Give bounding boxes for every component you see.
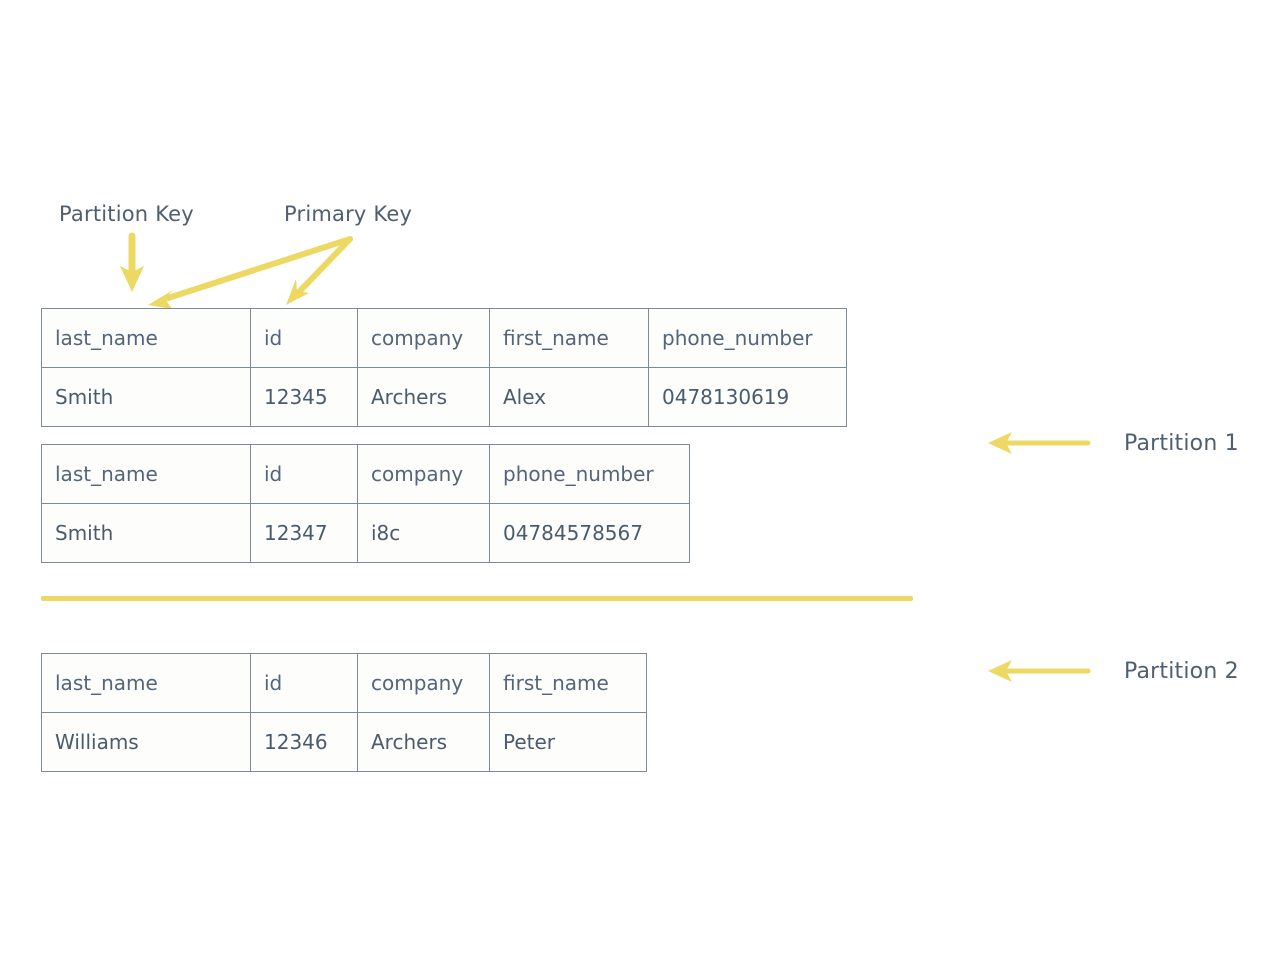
- cell-last-name: Smith: [41, 367, 251, 427]
- column-header: last_name: [41, 653, 251, 713]
- partition-2-table-1: last_name id company first_name Williams…: [41, 653, 647, 772]
- table-row: Smith 12347 i8c 04784578567: [41, 503, 690, 563]
- column-header: company: [357, 653, 490, 713]
- partition-2-callout: Partition 2: [984, 654, 1239, 688]
- primary-key-arrow-left-icon: [148, 236, 353, 309]
- column-header: company: [357, 308, 490, 368]
- partition-2-label: Partition 2: [1124, 658, 1239, 684]
- column-header: company: [357, 444, 490, 504]
- cell-first-name: Peter: [489, 712, 647, 772]
- cell-phone-number: 04784578567: [489, 503, 690, 563]
- partition-1-label: Partition 1: [1124, 430, 1239, 456]
- partition-key-label: Partition Key: [59, 202, 194, 226]
- partition-1-table-2: last_name id company phone_number Smith …: [41, 444, 690, 563]
- column-header: phone_number: [648, 308, 847, 368]
- cell-first-name: Alex: [489, 367, 649, 427]
- cell-last-name: Williams: [41, 712, 251, 772]
- column-header: first_name: [489, 653, 647, 713]
- table-row: Williams 12346 Archers Peter: [41, 712, 647, 772]
- column-header: first_name: [489, 308, 649, 368]
- partition-1-table-1: last_name id company first_name phone_nu…: [41, 308, 847, 427]
- table-header-row: last_name id company first_name: [41, 653, 647, 713]
- partition-1-callout: Partition 1: [984, 426, 1239, 460]
- column-header: id: [250, 444, 358, 504]
- cell-phone-number: 0478130619: [648, 367, 847, 427]
- cell-id: 12346: [250, 712, 358, 772]
- table-header-row: last_name id company phone_number: [41, 444, 690, 504]
- partition-divider: [41, 596, 913, 601]
- column-header: id: [250, 308, 358, 368]
- primary-key-arrow-right-icon: [286, 236, 353, 305]
- cell-company: Archers: [357, 712, 490, 772]
- table-header-row: last_name id company first_name phone_nu…: [41, 308, 847, 368]
- partition-key-arrow-icon: [120, 232, 144, 292]
- cell-id: 12347: [250, 503, 358, 563]
- cell-id: 12345: [250, 367, 358, 427]
- partition-1-arrow-icon: [988, 432, 1091, 454]
- cell-company: Archers: [357, 367, 490, 427]
- table-row: Smith 12345 Archers Alex 0478130619: [41, 367, 847, 427]
- cell-company: i8c: [357, 503, 490, 563]
- column-header: phone_number: [489, 444, 690, 504]
- column-header: last_name: [41, 308, 251, 368]
- cell-last-name: Smith: [41, 503, 251, 563]
- column-header: last_name: [41, 444, 251, 504]
- primary-key-label: Primary Key: [284, 202, 413, 226]
- partition-2-arrow-icon: [988, 660, 1091, 682]
- column-header: id: [250, 653, 358, 713]
